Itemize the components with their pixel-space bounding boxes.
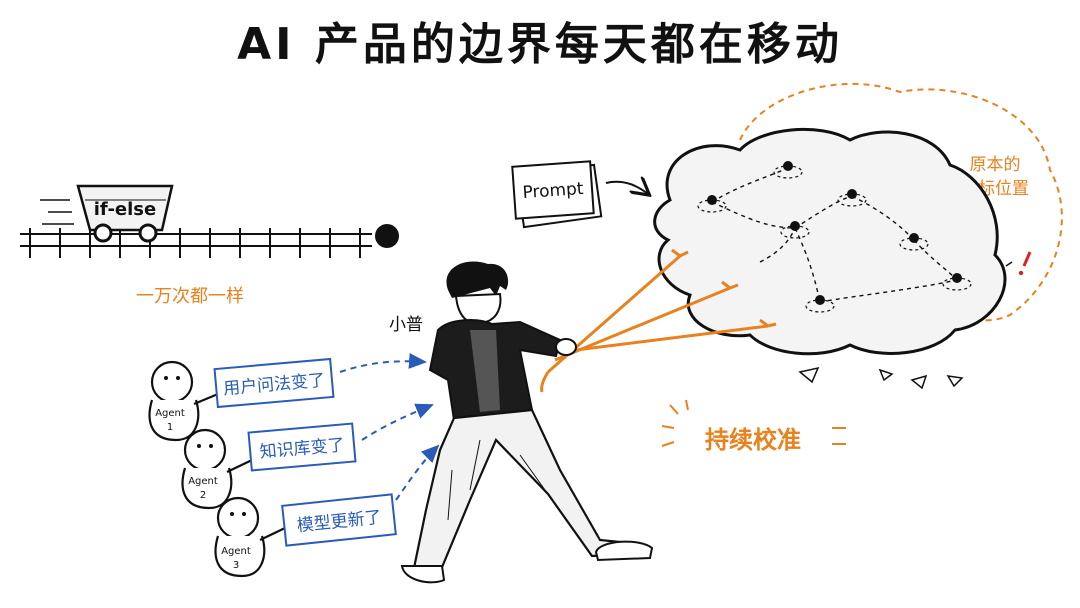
agent-figure-2 — [181, 428, 253, 510]
agent-3-name: Agent — [221, 546, 251, 557]
agent-1-arrow — [339, 352, 427, 373]
agent-2-name: Agent — [188, 476, 218, 487]
agent-1-name: Agent — [155, 408, 185, 419]
agent-2-message-card — [247, 422, 357, 472]
agent-1-number: 1 — [167, 422, 173, 433]
mine-cart — [40, 184, 174, 243]
cloud-points — [697, 161, 972, 313]
cart-caption: 一万次都一样 — [136, 286, 244, 307]
prompt-card — [511, 160, 603, 229]
moving-boundary-cloud — [653, 127, 1007, 356]
railway-track — [20, 228, 372, 258]
debris — [798, 366, 964, 390]
target-label-line1: 原本的 — [970, 155, 1021, 175]
prompt-arrow — [605, 182, 648, 194]
prompt-card-label: Prompt — [522, 179, 585, 203]
calibration-sparks — [661, 399, 846, 447]
agent-3-number: 3 — [233, 560, 239, 571]
person-name: 小普 — [389, 315, 423, 335]
cart-label: if-else — [94, 199, 156, 220]
agent-figure-1 — [148, 360, 219, 442]
alert-mark — [1005, 251, 1032, 276]
page-title: AI 产品的边界每天都在移动 — [237, 19, 843, 70]
calibration-label: 持续校准 — [705, 426, 801, 454]
agent-3-message-card — [281, 493, 397, 547]
agent-2-arrow — [361, 403, 434, 441]
agent-3-arrow — [395, 444, 440, 501]
fixed-target-ball — [375, 224, 399, 248]
agent-figure-3 — [214, 496, 286, 578]
person-figure — [400, 261, 654, 584]
agent-2-number: 2 — [200, 490, 206, 501]
original-target-outline — [739, 82, 1063, 322]
agent-1-message-card — [213, 357, 335, 409]
